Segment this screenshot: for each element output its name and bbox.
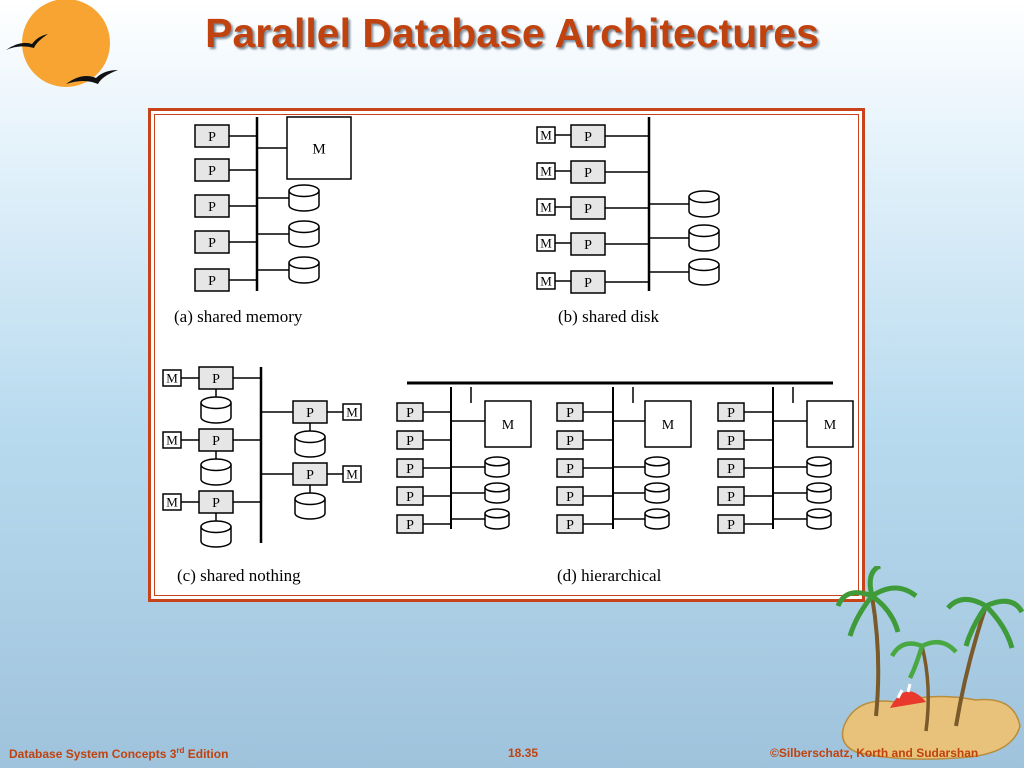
disk-top bbox=[806, 508, 832, 519]
memory-label: M bbox=[540, 236, 552, 251]
processor-label: P bbox=[208, 200, 216, 215]
disk-top bbox=[484, 456, 510, 467]
footer-book-title-text: Database System Concepts 3 bbox=[9, 747, 177, 761]
processor-label: P bbox=[584, 238, 592, 253]
memory-box bbox=[286, 116, 352, 180]
diagram-frame: (a) shared memory (b) shared disk (c) sh… bbox=[148, 108, 865, 602]
memory-label: M bbox=[540, 128, 552, 143]
processor-label: P bbox=[406, 434, 414, 449]
memory-box bbox=[484, 400, 532, 448]
processor-label: P bbox=[584, 276, 592, 291]
memory-label: M bbox=[540, 200, 552, 215]
memory-label: M bbox=[540, 274, 552, 289]
caption-shared-disk: (b) shared disk bbox=[558, 307, 660, 326]
disk-top bbox=[294, 430, 326, 444]
disk-top bbox=[644, 508, 670, 519]
memory-box bbox=[342, 465, 362, 483]
processor-label: P bbox=[584, 166, 592, 181]
processor-label: P bbox=[566, 518, 574, 533]
disk-top bbox=[484, 482, 510, 493]
processor-label: P bbox=[727, 434, 735, 449]
disk-top bbox=[288, 256, 320, 270]
processor-label: P bbox=[208, 164, 216, 179]
processor-label: P bbox=[584, 130, 592, 145]
processor-label: P bbox=[566, 434, 574, 449]
palm-island-icon bbox=[835, 563, 1024, 767]
disk-top bbox=[688, 224, 720, 238]
memory-label: M bbox=[166, 433, 178, 448]
processor-label: P bbox=[406, 518, 414, 533]
disk-top bbox=[288, 184, 320, 198]
disk-top bbox=[806, 482, 832, 493]
disk-top bbox=[200, 520, 232, 534]
architecture-diagram: (a) shared memory (b) shared disk (c) sh… bbox=[162, 116, 854, 585]
sun-logo-icon bbox=[0, 0, 130, 105]
processor-label: P bbox=[208, 130, 216, 145]
processor-label: P bbox=[727, 490, 735, 505]
memory-label: M bbox=[540, 164, 552, 179]
memory-label: M bbox=[166, 371, 178, 386]
disk-top bbox=[288, 220, 320, 234]
footer-book-title: Database System Concepts 3rd Edition bbox=[9, 746, 228, 761]
footer-copyright: ©Silberschatz, Korth and Sudarshan bbox=[770, 746, 979, 760]
processor-label: P bbox=[566, 490, 574, 505]
processor-label: P bbox=[306, 468, 314, 483]
processor-label: P bbox=[406, 462, 414, 477]
diagram-frame-inner bbox=[154, 114, 859, 596]
disk-top bbox=[200, 458, 232, 472]
processor-label: P bbox=[727, 406, 735, 421]
processor-label: P bbox=[727, 462, 735, 477]
processor-label: P bbox=[212, 372, 220, 387]
processor-label: P bbox=[406, 406, 414, 421]
processor-label: P bbox=[727, 518, 735, 533]
slide-title: Parallel Database Architectures bbox=[205, 10, 819, 56]
processor-label: P bbox=[212, 434, 220, 449]
memory-box bbox=[806, 400, 854, 448]
disk-top bbox=[644, 482, 670, 493]
memory-label: M bbox=[166, 495, 178, 510]
processor-label: P bbox=[208, 236, 216, 251]
disk-top bbox=[806, 456, 832, 467]
caption-shared-memory: (a) shared memory bbox=[174, 307, 303, 326]
processor-label: P bbox=[306, 406, 314, 421]
caption-shared-nothing: (c) shared nothing bbox=[177, 566, 301, 585]
processor-label: P bbox=[584, 202, 592, 217]
disk-top bbox=[200, 396, 232, 410]
processor-label: P bbox=[566, 406, 574, 421]
footer-edition-superscript: rd bbox=[176, 746, 185, 755]
memory-box bbox=[644, 400, 692, 448]
disk-top bbox=[688, 190, 720, 204]
caption-hierarchical: (d) hierarchical bbox=[557, 566, 662, 585]
disk-top bbox=[688, 258, 720, 272]
processor-label: P bbox=[208, 274, 216, 289]
processor-label: P bbox=[406, 490, 414, 505]
memory-label: M bbox=[346, 467, 358, 482]
disk-top bbox=[484, 508, 510, 519]
memory-label: M bbox=[662, 418, 675, 433]
disk-top bbox=[294, 492, 326, 506]
disk-top bbox=[644, 456, 670, 467]
processor-label: P bbox=[212, 496, 220, 511]
processor-label: P bbox=[566, 462, 574, 477]
memory-label: M bbox=[824, 418, 837, 433]
memory-label: M bbox=[346, 405, 358, 420]
footer-page-number: 18.35 bbox=[508, 746, 539, 760]
footer-edition-text: Edition bbox=[184, 747, 229, 761]
memory-box bbox=[342, 403, 362, 421]
memory-label: M bbox=[502, 418, 515, 433]
memory-label: M bbox=[312, 141, 325, 157]
